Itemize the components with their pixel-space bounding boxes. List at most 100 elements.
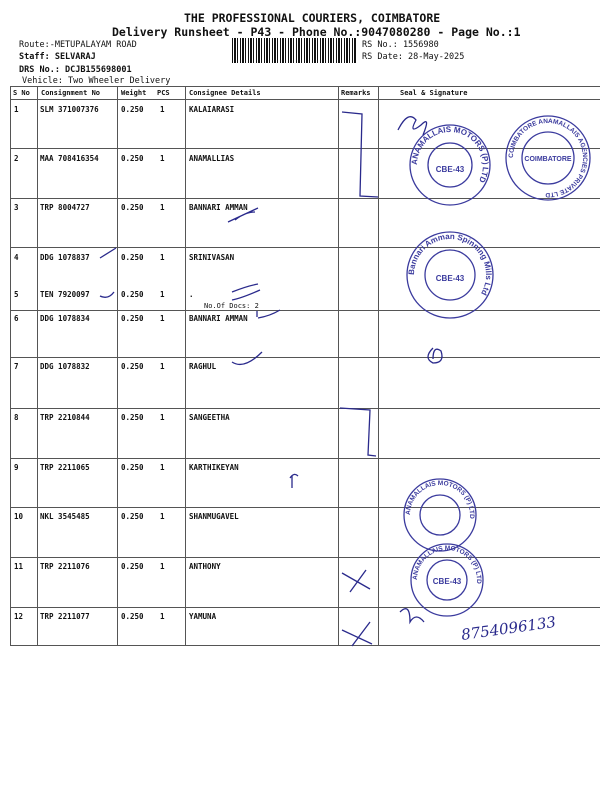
rs-number: RS No.: 1556980 <box>362 40 439 50</box>
column-divider <box>338 86 339 646</box>
stamp-text: COIMBATORE <box>524 156 572 163</box>
route: Route:-METUPALAYAM ROAD <box>19 40 137 50</box>
cell-consignment-no: TEN 7920097 <box>40 290 90 299</box>
cell-consignment-no: TRP 2211065 <box>40 463 90 472</box>
cell-weight: 0.250 <box>121 154 144 163</box>
cell-consignment-no: TRP 2211076 <box>40 562 90 571</box>
cell-consignee: YAMUNA <box>189 612 217 621</box>
cell-consignee: . <box>189 290 194 299</box>
cell-consignment-no: NKL 3545485 <box>40 512 90 521</box>
stamp-text: CBE-43 <box>433 577 462 586</box>
cell-docs-note: No.Of Docs: 2 <box>204 302 259 310</box>
stamp-text: Bannari Amman Spinning Mills Ltd <box>407 232 493 297</box>
cell-consignment-no: TRP 2211077 <box>40 612 90 621</box>
cell-sno: 6 <box>14 314 19 323</box>
cell-pcs: 1 <box>160 512 165 521</box>
company-title: THE PROFESSIONAL COURIERS, COIMBATORE <box>184 11 441 25</box>
cell-pcs: 1 <box>160 290 165 299</box>
cell-consignment-no: MAA 708416354 <box>40 154 99 163</box>
cell-consignment-no: DDG 1078837 <box>40 253 90 262</box>
cell-weight: 0.250 <box>121 413 144 422</box>
barcode <box>232 38 356 63</box>
cell-pcs: 1 <box>160 413 165 422</box>
row-divider <box>10 310 600 311</box>
header-bottom-border <box>10 99 600 100</box>
row-divider <box>10 148 600 149</box>
cell-consignee: KARTHIKEYAN <box>189 463 239 472</box>
cell-consignee: ANAMALLIAS <box>189 154 235 163</box>
cell-pcs: 1 <box>160 154 165 163</box>
cell-sno: 5 <box>14 290 19 299</box>
stamp-motors-2 <box>403 478 477 552</box>
stamp-motors-3 <box>410 543 484 617</box>
stamp-agencies <box>505 115 591 201</box>
row-divider <box>10 247 600 248</box>
cell-sno: 3 <box>14 203 19 212</box>
row-divider <box>10 557 600 558</box>
col-seal: Seal & Signature <box>400 89 468 97</box>
svg-text:Bannari Amman Spinning Mills L: Bannari Amman Spinning Mills Ltd <box>407 232 493 297</box>
col-pcs: PCS <box>157 89 170 97</box>
cell-weight: 0.250 <box>121 105 144 114</box>
cell-consignment-no: DDG 1078834 <box>40 314 90 323</box>
cell-consignee: BANNARI AMMAN <box>189 314 248 323</box>
cell-weight: 0.250 <box>121 612 144 621</box>
cell-pcs: 1 <box>160 463 165 472</box>
column-divider <box>117 86 118 646</box>
cell-sno: 7 <box>14 362 19 371</box>
cell-pcs: 1 <box>160 562 165 571</box>
col-weight: Weight <box>121 89 147 97</box>
handwritten-phone: 8754096133 <box>460 613 557 644</box>
drs-number: DRS No.: DCJB155698001 <box>19 65 132 75</box>
cell-pcs: 1 <box>160 105 165 114</box>
col-sno: S No <box>13 89 30 97</box>
cell-sno: 2 <box>14 154 19 163</box>
cell-sno: 4 <box>14 253 19 262</box>
row-divider <box>10 458 600 459</box>
cell-weight: 0.250 <box>121 253 144 262</box>
row-divider <box>10 645 600 646</box>
cell-weight: 0.250 <box>121 463 144 472</box>
cell-consignee: BANNARI AMMAN <box>189 203 248 212</box>
cell-sno: 8 <box>14 413 19 422</box>
column-divider <box>10 86 11 646</box>
cell-weight: 0.250 <box>121 314 144 323</box>
column-divider <box>378 86 379 646</box>
cell-consignment-no: DDG 1078832 <box>40 362 90 371</box>
col-consignee: Consignee Details <box>189 89 261 97</box>
row-divider <box>10 198 600 199</box>
cell-sno: 9 <box>14 463 19 472</box>
svg-text:ANAMALLAIS MOTORS (P) LTD: ANAMALLAIS MOTORS (P) LTD <box>405 480 475 519</box>
row-divider <box>10 408 600 409</box>
cell-pcs: 1 <box>160 362 165 371</box>
col-remarks: Remarks <box>341 89 371 97</box>
cell-sno: 12 <box>14 612 24 621</box>
stamp-text: CBE-43 <box>436 274 465 283</box>
cell-consignment-no: TRP 2210844 <box>40 413 90 422</box>
row-divider <box>10 357 600 358</box>
stamp-text: ANAMALLAIS MOTORS (P) LTD <box>410 125 490 184</box>
cell-consignment-no: SLM 371007376 <box>40 105 99 114</box>
cell-consignee: KALAIARASI <box>189 105 235 114</box>
column-divider <box>185 86 186 646</box>
col-consignment: Consignment No <box>41 89 101 97</box>
cell-sno: 1 <box>14 105 19 114</box>
staff: Staff: SELVARAJ <box>19 52 96 62</box>
table-top-border <box>10 86 600 87</box>
cell-consignee: SRINIVASAN <box>189 253 235 262</box>
cell-weight: 0.250 <box>121 203 144 212</box>
cell-weight: 0.250 <box>121 512 144 521</box>
cell-pcs: 1 <box>160 612 165 621</box>
row-divider <box>10 507 600 508</box>
svg-text:ANAMALLAIS MOTORS (P) LTD: ANAMALLAIS MOTORS (P) LTD <box>410 125 490 184</box>
vehicle: Vehicle: Two Wheeler Delivery <box>22 76 171 86</box>
cell-weight: 0.250 <box>121 362 144 371</box>
stamp-text: CBE-43 <box>436 165 465 174</box>
cell-pcs: 1 <box>160 253 165 262</box>
row-divider <box>10 607 600 608</box>
cell-weight: 0.250 <box>121 562 144 571</box>
rs-date: RS Date: 28-May-2025 <box>362 52 465 62</box>
stamp-bannari <box>406 231 494 319</box>
stamp-text: ANAMALLAIS MOTORS (P) LTD <box>405 480 475 519</box>
